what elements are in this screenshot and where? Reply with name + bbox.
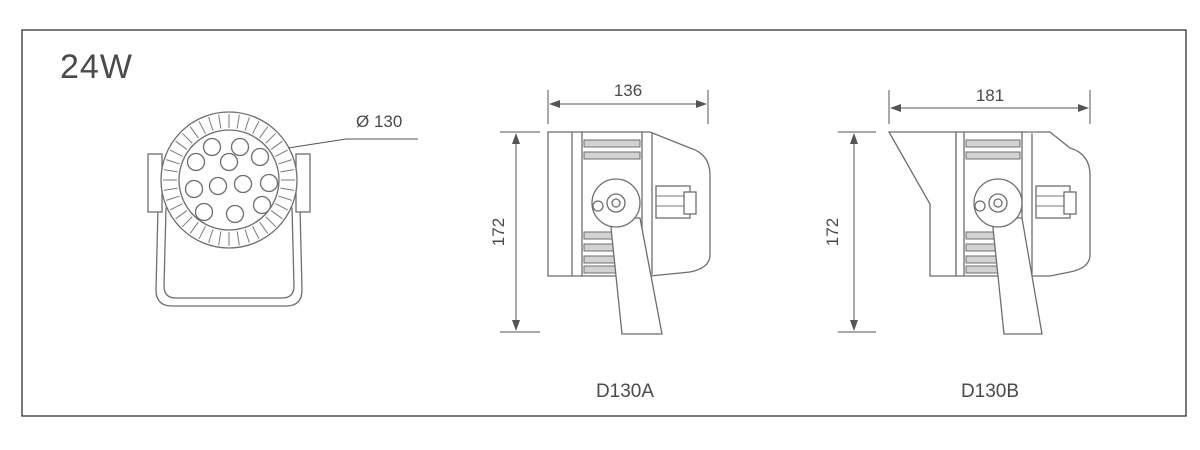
fin-line — [166, 159, 180, 165]
fin-line — [265, 216, 277, 228]
led-icon — [194, 202, 214, 222]
fin-line — [181, 132, 193, 144]
fin-line — [275, 149, 289, 157]
model-a-pivot-pin — [592, 200, 604, 212]
model-b-pivot-pin — [974, 200, 986, 212]
fin-line — [244, 117, 250, 131]
model-a-height-arrow-bottom — [512, 320, 520, 331]
side-fin — [965, 139, 1021, 148]
fin-line — [252, 120, 260, 134]
fin-line — [244, 229, 250, 243]
fin-line — [218, 114, 222, 129]
led-icon — [184, 179, 204, 199]
model-b-width-arrow-right — [1078, 104, 1089, 112]
fin-line — [163, 169, 178, 173]
model-a-height-label: 172 — [489, 218, 508, 246]
fin-line — [175, 140, 188, 150]
led-icon — [202, 137, 222, 157]
led-icon — [208, 176, 228, 196]
fin-line — [169, 203, 183, 211]
cooling-fins — [163, 114, 295, 246]
front-view-drawing: Ø 130 — [147, 111, 418, 307]
model-b-visor — [887, 131, 957, 277]
model-b-height-label: 172 — [823, 218, 842, 246]
left-mount-plate — [147, 153, 163, 213]
power-title: 24W — [60, 48, 133, 86]
fin-line — [189, 221, 199, 234]
led-icon — [252, 195, 272, 215]
led-icon — [225, 204, 245, 224]
fin-line — [198, 226, 206, 240]
model-a-width-arrow-left — [549, 100, 560, 108]
model-b-height-arrow-bottom — [850, 320, 858, 331]
drawing-frame — [21, 29, 1187, 417]
fin-line — [163, 187, 178, 191]
fin-line — [275, 203, 289, 211]
fin-line — [198, 120, 206, 134]
model-a-name: D130A — [596, 381, 654, 402]
fin-line — [265, 132, 277, 144]
model-b-name: D130B — [961, 381, 1019, 402]
led-icon — [219, 152, 239, 172]
fin-line — [259, 126, 269, 139]
diameter-label: Ø 130 — [356, 112, 402, 131]
model-a-side-view: 136 172 D130A — [489, 81, 711, 402]
model-b-clip-tab — [1063, 191, 1077, 215]
model-a-height-arrow-top — [512, 133, 520, 144]
led-icon — [259, 173, 279, 193]
side-fin — [583, 151, 641, 160]
model-b-fins — [965, 139, 1021, 274]
bracket-inner — [163, 207, 295, 299]
diameter-leader — [287, 138, 347, 149]
model-b-width-arrow-left — [890, 104, 901, 112]
model-b-side-view: 181 172 D130B — [823, 86, 1091, 402]
fin-line — [169, 149, 183, 157]
bracket-outer — [155, 207, 303, 307]
model-a-width-label: 136 — [614, 81, 642, 100]
led-icon — [250, 147, 270, 167]
fin-line — [208, 229, 214, 243]
model-b-width-label: 181 — [976, 86, 1004, 105]
led-icon — [233, 174, 253, 194]
fin-line — [278, 159, 292, 165]
model-a-clip-tab — [683, 191, 697, 215]
fin-line — [218, 231, 222, 246]
model-b-body-outline — [955, 131, 1091, 277]
fin-line — [166, 195, 180, 201]
side-fin — [583, 139, 641, 148]
model-b-height-arrow-top — [850, 133, 858, 144]
fin-line — [280, 187, 295, 191]
fin-line — [259, 221, 269, 234]
fin-line — [181, 216, 193, 228]
fin-line — [236, 231, 240, 246]
fin-line — [189, 126, 199, 139]
led-icon — [186, 152, 206, 172]
fin-line — [270, 140, 283, 150]
model-a-width-arrow-right — [696, 100, 707, 108]
fin-line — [270, 210, 283, 220]
fin-line — [278, 195, 292, 201]
led-icon — [230, 137, 250, 157]
fin-line — [280, 169, 295, 173]
right-mount-plate — [295, 153, 311, 213]
led-array — [184, 137, 279, 224]
fin-line — [208, 117, 214, 131]
side-fin — [965, 151, 1021, 160]
fin-line — [252, 226, 260, 240]
fin-line — [236, 114, 240, 129]
fin-line — [175, 210, 188, 220]
